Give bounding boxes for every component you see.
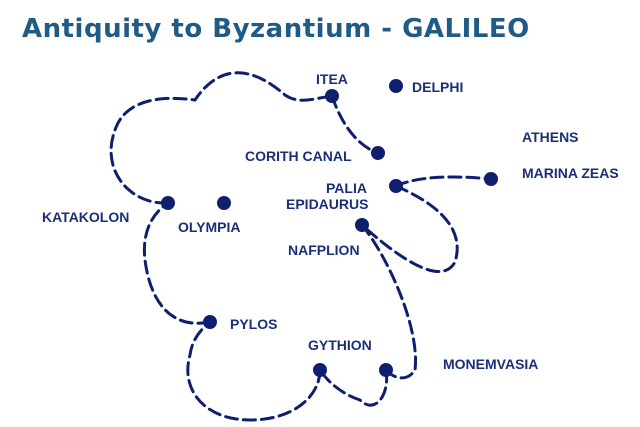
label-katakolon: KATAKOLON: [42, 209, 129, 225]
route-olympia-itea: [109, 71, 334, 205]
marker-corinth-canal: [371, 146, 385, 160]
label-athens: ATHENS: [522, 129, 579, 145]
cruise-route: [109, 71, 493, 422]
route-monemvasia-gythion: [318, 368, 389, 407]
marker-katakolon: [161, 196, 175, 210]
marker-marina-zeas: [484, 172, 498, 186]
label-monemvasia: MONEMVASIA: [443, 356, 538, 372]
label-marina-zeas: MARINA ZEAS: [522, 165, 619, 181]
label-pylos: PYLOS: [230, 316, 277, 332]
route-nafplion-monemvasia: [360, 223, 418, 380]
port-labels: ITEA DELPHI ATHENS CORITH CANAL MARINA Z…: [42, 71, 619, 372]
marker-nafplion: [355, 218, 369, 232]
route-itea-corinth: [330, 94, 380, 155]
label-gythion: GYTHION: [308, 337, 372, 353]
route-pylos-katakolon: [142, 201, 212, 325]
port-markers: [161, 79, 498, 377]
marker-olympia: [217, 196, 231, 210]
label-epidaurus: EPIDAURUS: [286, 196, 368, 212]
label-nafplion: NAFPLION: [288, 242, 360, 258]
label-palia: PALIA: [326, 180, 367, 196]
label-olympia: OLYMPIA: [178, 219, 241, 235]
marker-delphi: [389, 79, 403, 93]
route-gythion-pylos: [186, 320, 322, 422]
page-title: Antiquity to Byzantium - GALILEO: [22, 14, 530, 44]
marker-pylos: [203, 315, 217, 329]
label-corinth-canal: CORITH CANAL: [245, 148, 352, 164]
marker-monemvasia: [379, 363, 393, 377]
marker-itea: [325, 89, 339, 103]
label-itea: ITEA: [316, 71, 348, 87]
marker-gythion: [313, 363, 327, 377]
label-delphi: DELPHI: [412, 79, 463, 95]
route-palia-zeas: [394, 175, 493, 188]
route-zeas-palia-loop: [360, 184, 459, 274]
marker-palia-epidaurus: [389, 179, 403, 193]
